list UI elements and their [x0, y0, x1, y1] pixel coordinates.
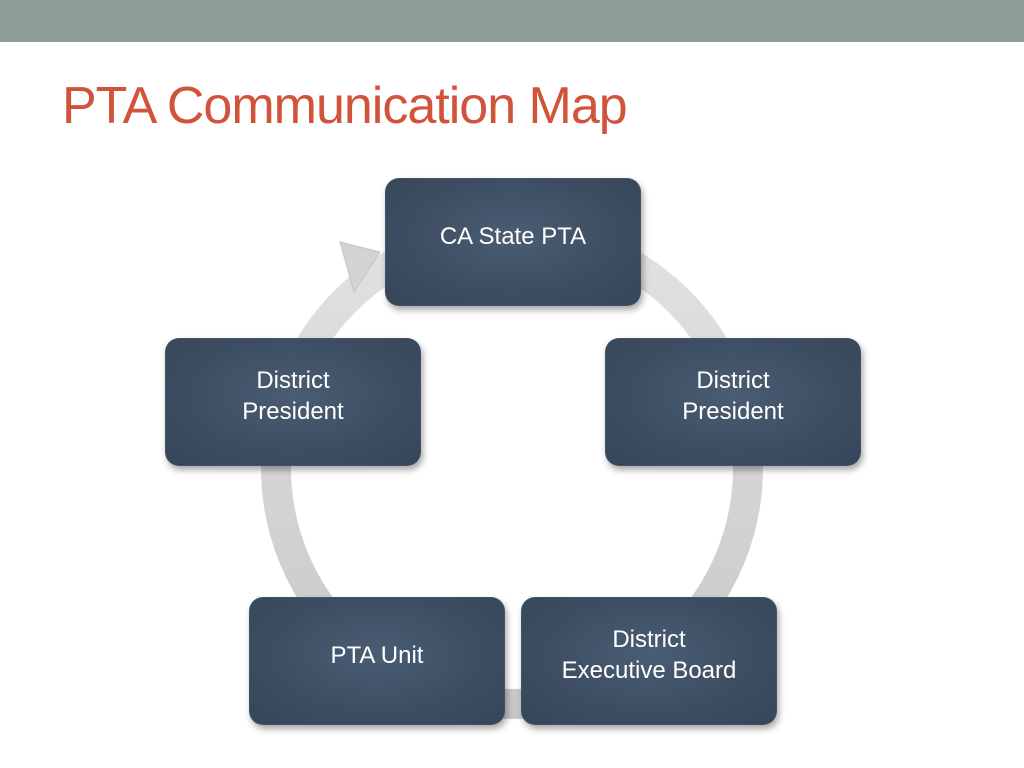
top-accent-bar [0, 0, 1024, 42]
slide-title: PTA Communication Map [62, 77, 628, 135]
node-ca-state-pta: CA State PTA [385, 178, 641, 306]
node-label: District President [242, 367, 344, 425]
node-label: District President [682, 367, 784, 425]
node-district-executive-board: District Executive Board [521, 597, 777, 725]
node-pta-unit: PTA Unit [249, 597, 505, 725]
node-label: District Executive Board [561, 626, 737, 684]
node-district-president-right: District President [605, 338, 861, 466]
node-label: CA State PTA [439, 222, 587, 250]
cycle-arrowhead [339, 241, 381, 294]
node-district-president-left: District President [165, 338, 421, 466]
node-label: PTA Unit [330, 641, 424, 669]
